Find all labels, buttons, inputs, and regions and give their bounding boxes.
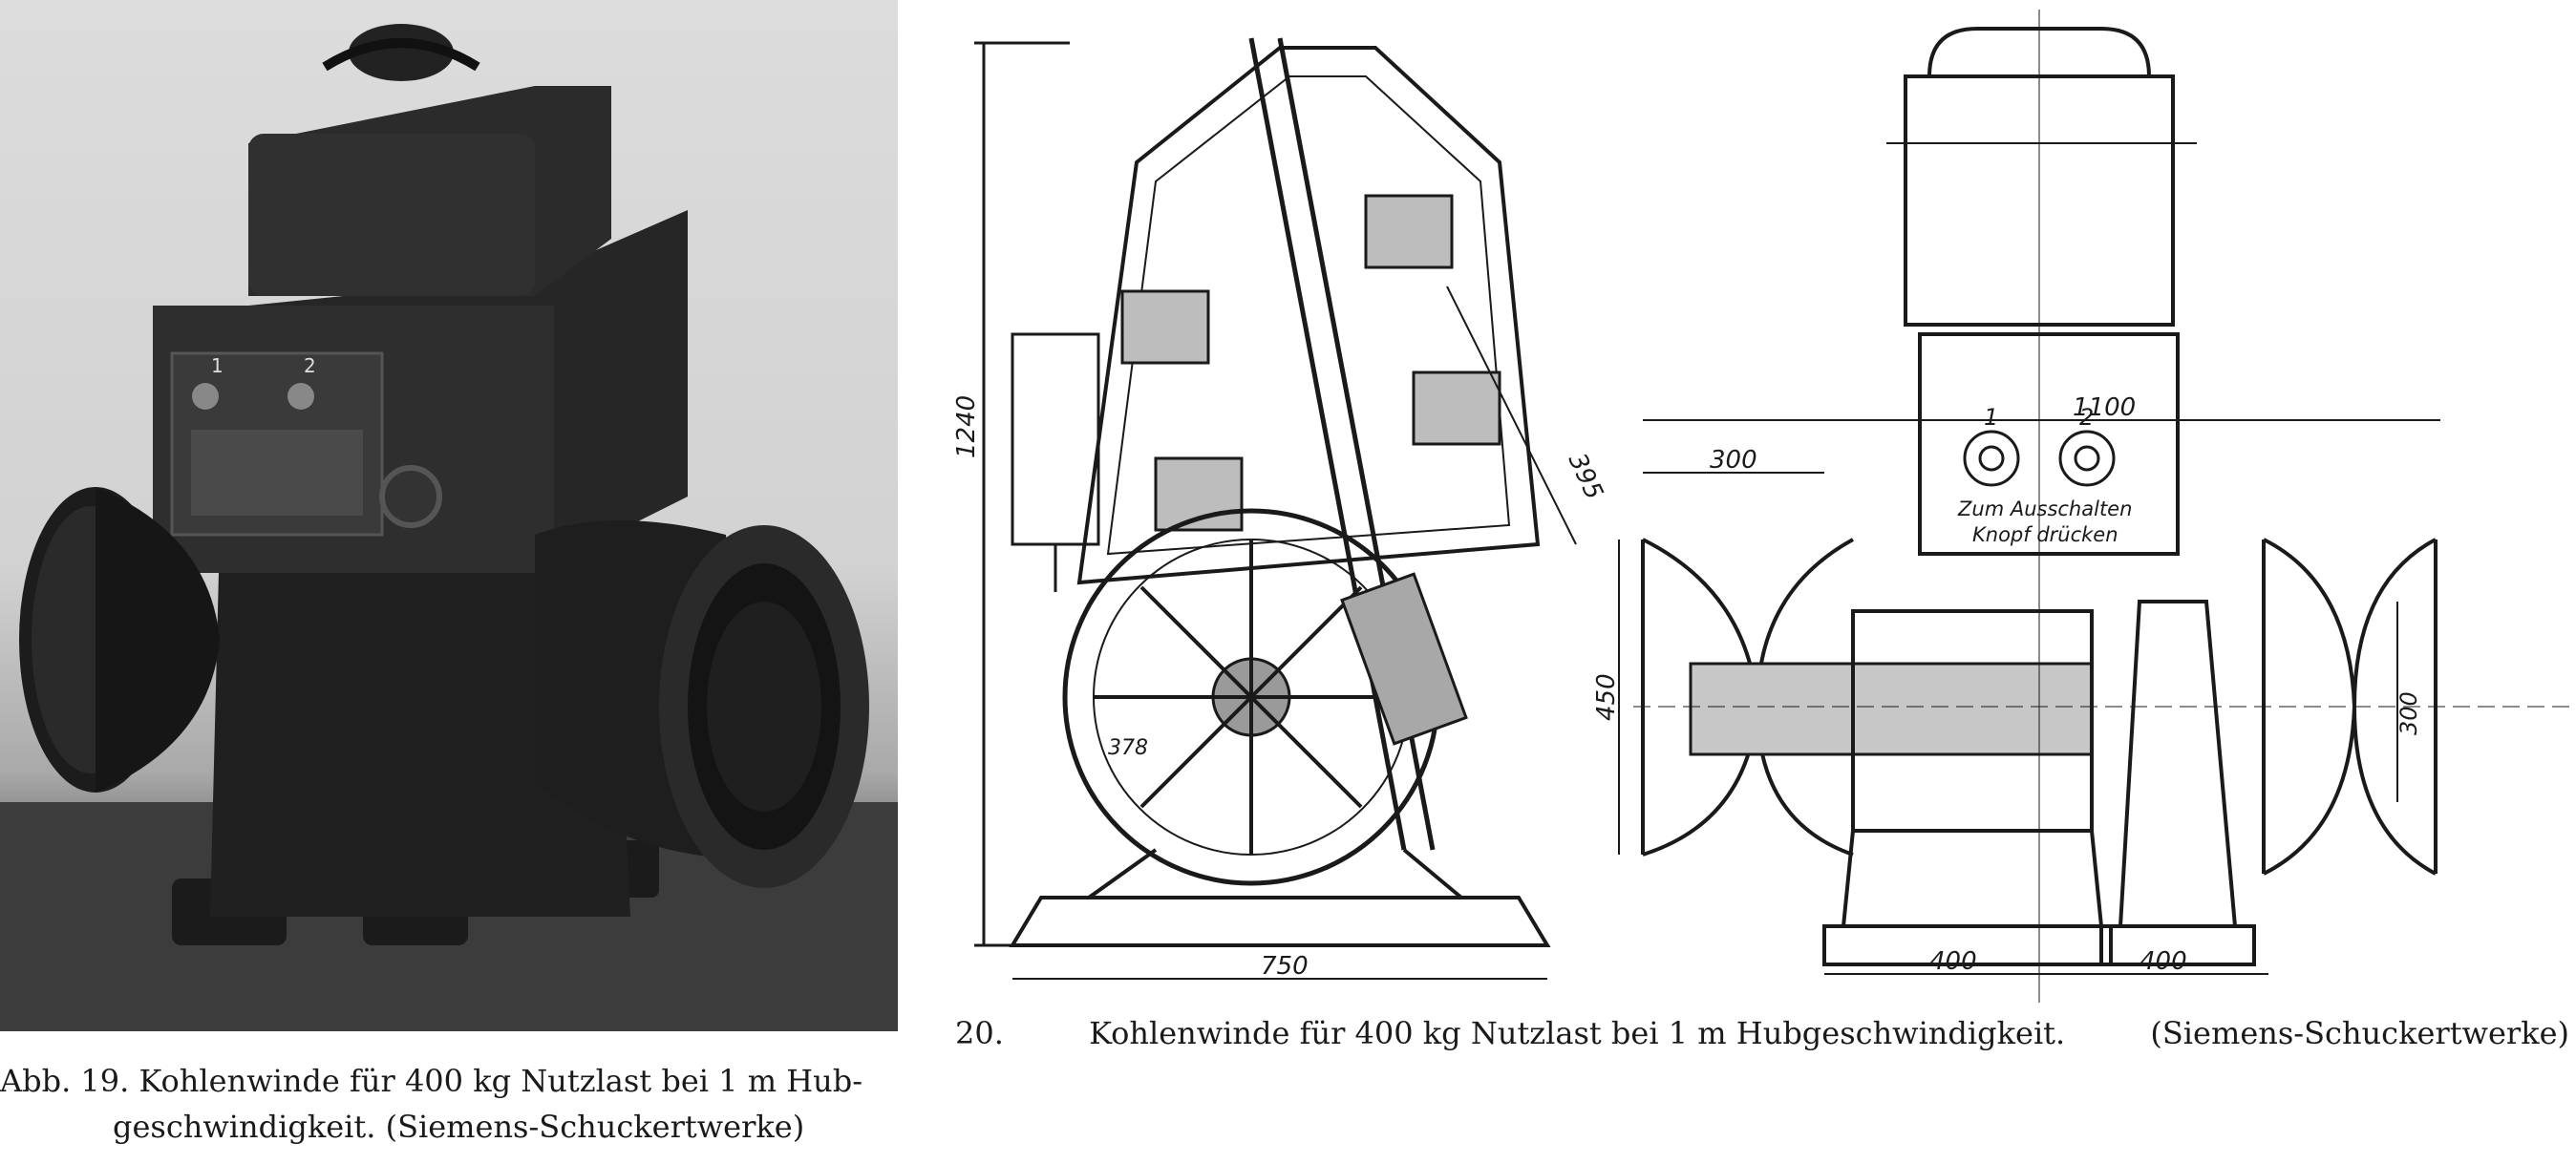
front-view: 1 2 Zum Ausschalten Knopf drücken 1100 3… (1592, 10, 2569, 1003)
photo-panel-label-1: 1 (211, 354, 224, 377)
panel-label-1: 1 (1984, 404, 1998, 431)
figure-19-caption-line1: Abb. 19. Kohlenwinde für 400 kg Nutzlast… (0, 1063, 863, 1099)
dim-drum-height: 450 (1592, 673, 1621, 721)
photo-panel-label-2: 2 (304, 354, 316, 377)
dim-height-total: 1240 (952, 395, 981, 458)
panel-label-2: 2 (2079, 404, 2094, 431)
winch-photograph: 1 2 (0, 0, 898, 1031)
dim-motor-axis: 395 (1563, 449, 1608, 504)
figure-20-number: 20. (955, 1015, 1004, 1051)
figure-20-caption-source: (Siemens-Schuckertwerke) (2150, 1015, 2569, 1051)
dim-half-width-left: 400 (1929, 947, 1977, 976)
panel-instruction-line1: Zum Ausschalten (1957, 497, 2132, 520)
dim-drum-offset: 300 (1710, 446, 1757, 475)
dim-base-width: 750 (1261, 952, 1309, 981)
figure-20-caption-text: Kohlenwinde für 400 kg Nutzlast bei 1 m … (1089, 1015, 2066, 1051)
winch-photo-illustration: 1 2 (0, 24, 898, 1031)
figure-19-caption: Abb. 19. Kohlenwinde für 400 kg Nutzlast… (0, 1058, 898, 1150)
side-section-view: 1240 395 (952, 37, 1608, 981)
figure-19-caption-line2: geschwindigkeit. (Siemens-Schuckertwerke… (113, 1109, 805, 1145)
dim-overall-width: 1100 (2073, 393, 2136, 422)
winch-section-drawing: 1240 395 (952, 10, 2569, 1003)
dim-right-drum: 300 (2395, 691, 2422, 735)
dim-gear-radius: 378 (1108, 736, 1148, 760)
panel-instruction-line2: Knopf drücken (1972, 523, 2118, 546)
technical-drawing: 1240 395 (952, 10, 2574, 1003)
figure-20-caption: 20. Kohlenwinde für 400 kg Nutzlast bei … (955, 1010, 2569, 1056)
dim-half-width-right: 400 (2140, 947, 2187, 976)
